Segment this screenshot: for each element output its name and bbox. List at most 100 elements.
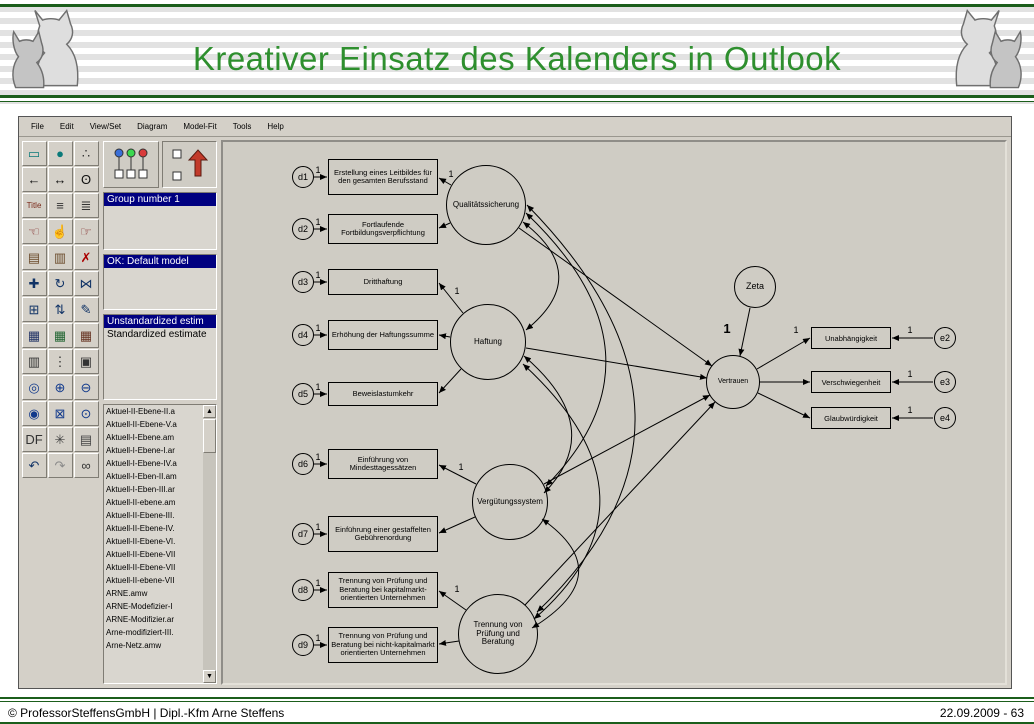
estimates-item-standardized[interactable]: Standardized estimate	[107, 329, 207, 340]
file-list-item[interactable]: Aktuell-I-Ebene-I.ar	[106, 446, 175, 455]
file-list-item[interactable]: Aktuell-I-Ebene.am	[106, 433, 175, 442]
model-list-item[interactable]: OK: Default model	[104, 255, 216, 268]
file-list-scrollbar[interactable]: ▲ ▼	[203, 405, 216, 683]
error-node-d1[interactable]: d1	[292, 166, 314, 188]
menu-diagram[interactable]: Diagram	[137, 122, 168, 131]
error-node-e3[interactable]: e3	[934, 371, 956, 393]
error-node-d7[interactable]: d7	[292, 523, 314, 545]
path-arrow-tool[interactable]: ←	[21, 167, 47, 192]
file-list-item[interactable]: ARNE.amw	[106, 589, 148, 598]
calculate-estimates-tool[interactable]: ▦	[73, 323, 99, 348]
scrollbar-thumb[interactable]	[203, 419, 216, 453]
title-tool[interactable]: Title	[21, 193, 47, 218]
variable-list-tool[interactable]: ≡	[47, 193, 73, 218]
error-node-d6[interactable]: d6	[292, 453, 314, 475]
zoom-in-tool[interactable]: ⊕	[47, 375, 73, 400]
file-list-item[interactable]: Arne-Netz.amw	[106, 641, 162, 650]
covariance-arrow-tool[interactable]: ↔	[47, 167, 73, 192]
group-list-item[interactable]: Group number 1	[104, 193, 216, 206]
file-list-item[interactable]: Aktuel-II-Ebene-II.a	[106, 407, 175, 416]
search-tool[interactable]: ∞	[73, 453, 99, 478]
error-node-d9[interactable]: d9	[292, 634, 314, 656]
zoom-page-tool[interactable]: ◉	[21, 401, 47, 426]
menu-model-fit[interactable]: Model-Fit	[183, 122, 217, 131]
move-tool[interactable]: ▥	[47, 245, 73, 270]
file-list-item[interactable]: Arne-modifiziert-III.	[106, 628, 174, 637]
file-list-item[interactable]: Aktuell-I-Ebene-IV.a	[106, 459, 177, 468]
error-node-d2[interactable]: d2	[292, 218, 314, 240]
indicator-trennung-kapitalmarkt[interactable]: Trennung von Prüfung und Beratung bei ka…	[328, 572, 438, 608]
file-list-item[interactable]: Aktuell-II-ebene.am	[106, 498, 176, 507]
duplicate-tool[interactable]: ▤	[21, 245, 47, 270]
indicator-unabhaengigkeit[interactable]: Unabhängigkeit	[811, 327, 891, 349]
degrees-of-freedom-tool[interactable]: DF	[21, 427, 47, 452]
file-list-item[interactable]: Aktuell-I-Eben-III.ar	[106, 485, 175, 494]
file-list-item[interactable]: ARNE-Modifizier.ar	[106, 615, 175, 624]
loupe-tool[interactable]: ⊙	[73, 401, 99, 426]
magnify-tool[interactable]: ◎	[21, 375, 47, 400]
analysis-properties-tool[interactable]: ▦	[47, 323, 73, 348]
latent-vertrauen[interactable]: Vertrauen	[706, 355, 760, 409]
estimates-item-unstandardized[interactable]: Unstandardized estim	[104, 315, 216, 328]
indicator-haftungssumme[interactable]: Erhöhung der Haftungssumme	[328, 320, 438, 350]
model-variables-tool[interactable]: ≣	[73, 193, 99, 218]
reflect-tool[interactable]: ⋈	[73, 271, 99, 296]
print-tool[interactable]: ▤	[73, 427, 99, 452]
deselect-all-tool[interactable]: ☞	[73, 219, 99, 244]
input-path-diagram-button[interactable]	[103, 141, 159, 188]
menu-help[interactable]: Help	[267, 122, 284, 131]
shape-change-tool[interactable]: ✚	[21, 271, 47, 296]
latent-trennung[interactable]: Trennung von Prüfung und Beratung	[458, 594, 538, 674]
file-list-item[interactable]: Aktuell-II-Ebene-VII	[106, 550, 176, 559]
redo-tool[interactable]: ↷	[47, 453, 73, 478]
indicator-trennung-nicht-kapitalmarkt[interactable]: Trennung von Prüfung und Beratung bei ni…	[328, 627, 438, 663]
move-parameter-tool[interactable]: ⊞	[21, 297, 47, 322]
scroll-down-icon[interactable]: ▼	[203, 670, 216, 683]
indicator-leitbild[interactable]: Erstellung eines Leitbildes für den gesa…	[328, 159, 438, 195]
error-node-e4[interactable]: e4	[934, 407, 956, 429]
data-files-tool[interactable]: ▦	[21, 323, 47, 348]
specification-search-tool[interactable]: ✳	[47, 427, 73, 452]
touch-up-tool[interactable]: ✎	[73, 297, 99, 322]
latent-zeta[interactable]: Zeta	[734, 266, 776, 308]
text-output-tool[interactable]: ⋮	[47, 349, 73, 374]
output-path-diagram-button[interactable]	[161, 141, 217, 188]
latent-verguetungssystem[interactable]: Vergütungssystem	[472, 464, 548, 540]
error-node-d4[interactable]: d4	[292, 324, 314, 346]
draw-ellipse-tool[interactable]: ●	[47, 141, 73, 166]
draw-latent-tool[interactable]: ∴	[73, 141, 99, 166]
zoom-out-tool[interactable]: ⊖	[73, 375, 99, 400]
file-list-item[interactable]: Aktuell-II-Ebene-VI.	[106, 537, 176, 546]
indicator-mindesttagessaetze[interactable]: Einführung von Mindesttagessätzen	[328, 449, 438, 479]
file-list-item[interactable]: Aktuell-II-Ebene-VII	[106, 563, 176, 572]
select-one-tool[interactable]: ☜	[21, 219, 47, 244]
scroll-up-icon[interactable]: ▲	[203, 405, 216, 418]
menu-view-set[interactable]: View/Set	[89, 122, 122, 131]
undo-tool[interactable]: ↶	[21, 453, 47, 478]
error-node-d5[interactable]: d5	[292, 383, 314, 405]
error-node-d3[interactable]: d3	[292, 271, 314, 293]
file-list-item[interactable]: Aktuell-I-Eben-II.am	[106, 472, 177, 481]
menu-file[interactable]: File	[31, 122, 44, 131]
indicator-dritthaftung[interactable]: Dritthaftung	[328, 269, 438, 295]
erase-tool[interactable]: ✗	[73, 245, 99, 270]
zoom-area-tool[interactable]: ⊠	[47, 401, 73, 426]
file-list-item[interactable]: Aktuell-II-Ebene-V.a	[106, 420, 177, 429]
clipboard-tool[interactable]: ▥	[21, 349, 47, 374]
unique-variable-tool[interactable]: ʘ	[73, 167, 99, 192]
indicator-gebuehrenordnung[interactable]: Einführung einer gestaffelten Gebührenor…	[328, 516, 438, 552]
error-node-e2[interactable]: e2	[934, 327, 956, 349]
select-all-tool[interactable]: ☝	[47, 219, 73, 244]
draw-rectangle-tool[interactable]: ▭	[21, 141, 47, 166]
path-diagram-canvas[interactable]: 1 1 1 1 1 1 1 1 1 1 1 1 1 1 1 1 1	[221, 140, 1007, 685]
latent-qualitaetssicherung[interactable]: Qualitätssicherung	[446, 165, 526, 245]
file-list-item[interactable]: ARNE-Modefizier-I	[106, 602, 173, 611]
menu-tools[interactable]: Tools	[232, 122, 252, 131]
save-diagram-tool[interactable]: ▣	[73, 349, 99, 374]
indicator-verschwiegenheit[interactable]: Verschwiegenheit	[811, 371, 891, 393]
file-list-item[interactable]: Aktuell-II-Ebene-IV.	[106, 524, 175, 533]
latent-haftung[interactable]: Haftung	[450, 304, 526, 380]
indicator-beweislastumkehr[interactable]: Beweislastumkehr	[328, 382, 438, 406]
file-list-item[interactable]: Aktuell-II-Ebene-III.	[106, 511, 175, 520]
scroll-tool[interactable]: ⇅	[47, 297, 73, 322]
